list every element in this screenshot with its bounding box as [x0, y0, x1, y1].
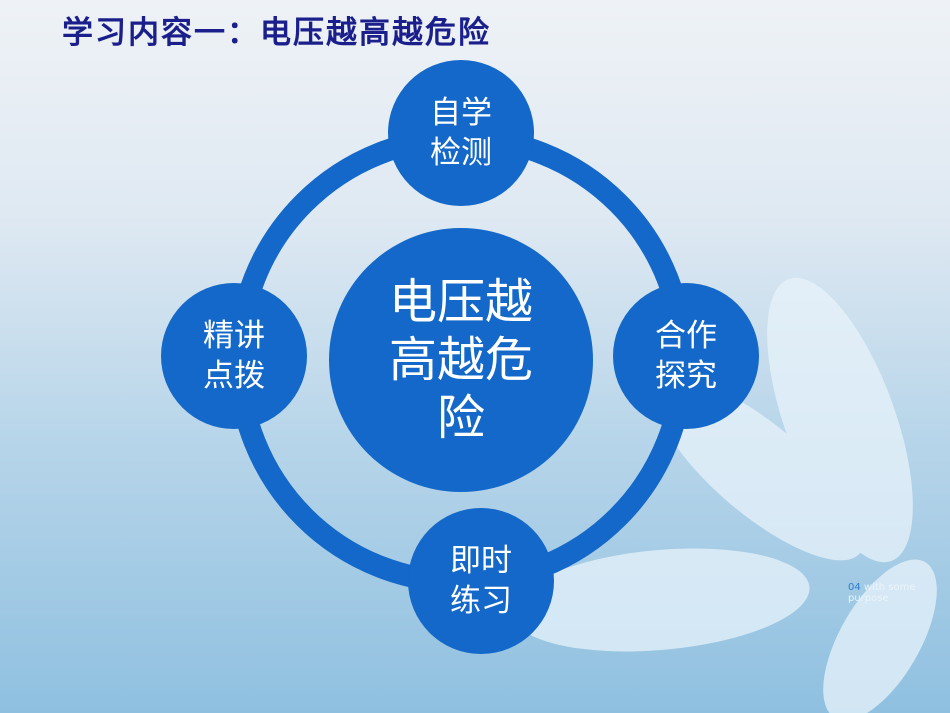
node-lecture: 精讲点拨	[161, 283, 307, 429]
node-label: 即时	[450, 543, 512, 579]
node-label: 精讲	[203, 318, 265, 354]
watermark: 04 with some purpose	[848, 582, 950, 604]
node-label: 检测	[430, 135, 492, 171]
center-node: 电压越 高越危 险	[329, 228, 593, 492]
watermark-number: 04	[848, 582, 861, 593]
node-cooperation: 合作探究	[613, 283, 759, 429]
center-label-line1: 电压越	[388, 274, 533, 330]
slide-title: 学习内容一：电压越高越危险	[62, 15, 491, 51]
node-label: 自学	[430, 95, 492, 131]
node-label: 探究	[655, 358, 717, 394]
center-label-line3: 险	[436, 390, 485, 446]
node-self-study: 自学检测	[388, 60, 534, 206]
node-label: 点拨	[203, 358, 265, 394]
node-label: 练习	[450, 583, 512, 619]
watermark-text: with some purpose	[848, 582, 916, 604]
node-practice: 即时练习	[408, 508, 554, 654]
node-label: 合作	[655, 318, 717, 354]
center-label-line2: 高越危	[388, 332, 533, 388]
